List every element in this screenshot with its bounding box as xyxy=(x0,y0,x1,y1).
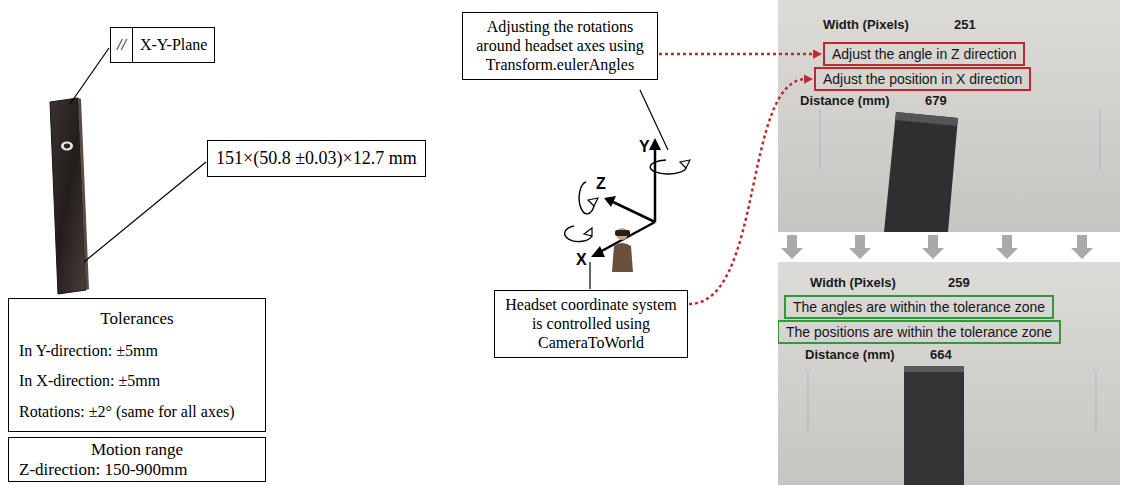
node-text: Adjust the position in X direction xyxy=(823,70,1022,88)
connector xyxy=(781,235,803,259)
screenshot-panel: Width (Pixels) 251Distance (mm) 679 Adjust … xyxy=(778,0,1120,232)
node-text: The angles are within the tolerance zone xyxy=(793,298,1045,316)
screen-readout: Distance (mm) xyxy=(805,348,895,363)
leader-line xyxy=(70,48,109,104)
screen-readout: Distance (mm) xyxy=(800,94,890,109)
status-box: The angles are within the tolerance zone xyxy=(784,295,1054,319)
axis-label: Z xyxy=(596,176,606,192)
node-text: Rotations: ±2° (same for all axes) xyxy=(19,402,235,421)
status-box: The positions are within the tolerance z… xyxy=(778,320,1061,344)
node-text: Adjust the angle in Z direction xyxy=(832,45,1016,63)
node-text: Z-direction: 150-900mm xyxy=(19,460,188,480)
dimension-box: 151×(50.8 ±0.03)×12.7 mm xyxy=(207,140,426,177)
connector xyxy=(996,235,1018,259)
screen-readout: Width (Pixels) xyxy=(810,276,896,291)
axis-arrowheads xyxy=(591,138,661,257)
axis-label: Y xyxy=(639,139,650,155)
feature-control-frame: //X-Y-Plane xyxy=(110,27,215,63)
screen-readout: 251 xyxy=(954,18,976,33)
status-box: Adjust the angle in Z direction xyxy=(823,42,1025,66)
axis-label: X xyxy=(576,252,587,268)
node-text: Motion range xyxy=(91,440,183,460)
node-text: Headset coordinate system is controlled … xyxy=(501,295,681,353)
screenshot-panel: Width (Pixels) 259Distance (mm) 664 The ang… xyxy=(778,262,1120,485)
plate-photo xyxy=(50,98,89,294)
person-icon xyxy=(612,228,633,272)
screen-readout: Width (Pixels) xyxy=(823,18,909,33)
node-text: 151×(50.8 ±0.03)×12.7 mm xyxy=(216,148,417,170)
screen-readout: 664 xyxy=(930,348,952,363)
connector xyxy=(659,50,822,59)
connector xyxy=(689,75,813,304)
note-box: Adjusting the rotations around headset a… xyxy=(462,12,658,80)
node-text: X-Y-Plane xyxy=(133,28,215,62)
node-text: In X-direction: ±5mm xyxy=(19,371,160,390)
tolerance-box: Tolerances In Y-direction: ±5mm In X-direc… xyxy=(8,298,266,432)
rotation-arrow xyxy=(565,160,686,242)
leader-line xyxy=(589,262,590,289)
connector xyxy=(922,235,944,259)
screenshot-scene xyxy=(778,0,1120,232)
connector xyxy=(1071,235,1093,259)
coordinate-axes xyxy=(598,146,655,253)
node-text: // xyxy=(111,28,133,62)
screen-readout: 679 xyxy=(925,94,947,109)
node-text: Adjusting the rotations around headset a… xyxy=(469,17,651,75)
node-text: Tolerances xyxy=(100,309,173,329)
node-text: The positions are within the tolerance z… xyxy=(786,323,1052,341)
node-text: In Y-direction: ±5mm xyxy=(19,341,158,360)
motion-range-box: Motion rangeZ-direction: 150-900mm xyxy=(8,437,266,482)
rotation-arrowhead xyxy=(584,160,690,236)
screen-readout: 259 xyxy=(948,276,970,291)
leader-line xyxy=(84,162,206,262)
note-box: Headset coordinate system is controlled … xyxy=(494,290,688,358)
status-box: Adjust the position in X direction xyxy=(814,67,1031,91)
connector xyxy=(849,235,871,259)
